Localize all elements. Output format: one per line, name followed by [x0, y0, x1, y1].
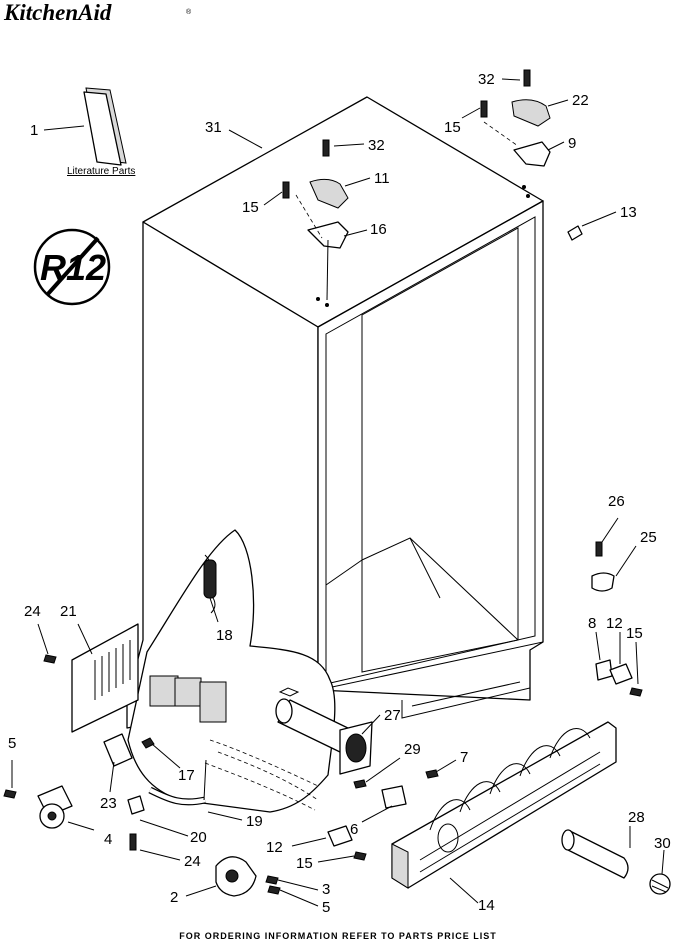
water-valve-duct-part	[275, 687, 373, 775]
callout-5-lower: 5	[322, 899, 330, 916]
callout-14: 14	[478, 897, 495, 914]
callout-11: 11	[374, 170, 390, 187]
callout-labels: 1 32 22 15 9 31 32 11 15 16 13 26 25 24 …	[8, 71, 671, 916]
no-r12-icon: R12	[33, 228, 111, 306]
callout-21: 21	[60, 603, 77, 620]
front-roller-part	[3, 785, 73, 829]
callout-26: 26	[608, 493, 625, 510]
screw-7-part	[425, 769, 439, 779]
callout-16: 16	[370, 221, 387, 238]
literature-booklet-icon	[83, 87, 127, 166]
callout-15-top-right: 15	[444, 119, 461, 136]
callout-12-lower: 12	[266, 839, 283, 856]
screw-15-lower-part	[353, 851, 367, 861]
callout-27: 27	[384, 707, 401, 724]
callout-32-top-left: 32	[368, 137, 385, 154]
callout-9: 9	[568, 135, 576, 152]
callout-28: 28	[628, 809, 645, 826]
callout-25: 25	[640, 529, 657, 546]
callout-2: 2	[170, 889, 178, 906]
lower-bracket-12-part	[327, 825, 353, 847]
screw-29-part	[353, 779, 367, 789]
callout-20: 20	[190, 829, 207, 846]
rear-access-cover-part	[43, 623, 139, 733]
top-hinge-left-part	[282, 139, 349, 307]
top-hinge-right-part	[480, 69, 551, 198]
base-grille-part	[391, 721, 617, 889]
callout-17: 17	[178, 767, 195, 784]
callout-22: 22	[572, 92, 589, 109]
callout-5-left: 5	[8, 735, 16, 752]
callout-4: 4	[104, 831, 112, 848]
tube-clamp-part	[127, 795, 145, 815]
callout-leaders	[11, 78, 665, 907]
callout-31: 31	[205, 119, 222, 136]
callout-8: 8	[588, 615, 596, 632]
screw-24-lower-part	[129, 833, 137, 851]
callout-23: 23	[100, 795, 117, 812]
defrost-drain-coil-part	[203, 559, 217, 599]
literature-parts-label: Literature Parts	[67, 166, 135, 177]
callout-18: 18	[216, 627, 233, 644]
callout-15-right: 15	[626, 625, 643, 642]
callout-32-top-right: 32	[478, 71, 495, 88]
callout-12-right: 12	[606, 615, 623, 632]
callout-30: 30	[654, 835, 671, 852]
callout-13: 13	[620, 204, 637, 221]
callout-24-lower: 24	[184, 853, 201, 870]
rear-roller-part	[215, 856, 281, 897]
filter-cap-part	[649, 873, 671, 895]
leveler-bracket-part	[591, 541, 615, 592]
callout-19: 19	[246, 813, 263, 830]
refrigerator-cabinet	[126, 96, 544, 813]
callout-6: 6	[350, 821, 358, 838]
brand-registered-mark: ®	[186, 8, 192, 16]
grille-bracket-part	[381, 785, 407, 809]
callout-15-top-left: 15	[242, 199, 259, 216]
callout-24-upper: 24	[24, 603, 41, 620]
lower-hinge-bracket-part	[595, 659, 643, 697]
ordering-info-footer: FOR ORDERING INFORMATION REFER TO PARTS …	[179, 931, 497, 941]
roller-bracket-23-part	[103, 733, 133, 767]
screw-17-part	[141, 737, 155, 749]
callout-7: 7	[460, 749, 468, 766]
callout-1: 1	[30, 122, 38, 139]
callout-29: 29	[404, 741, 421, 758]
callout-3: 3	[322, 881, 330, 898]
door-stop-clip-part	[567, 225, 583, 241]
callout-15-lower: 15	[296, 855, 313, 872]
water-filter-part	[561, 829, 629, 879]
brand-logo: KitchenAid	[3, 0, 112, 25]
